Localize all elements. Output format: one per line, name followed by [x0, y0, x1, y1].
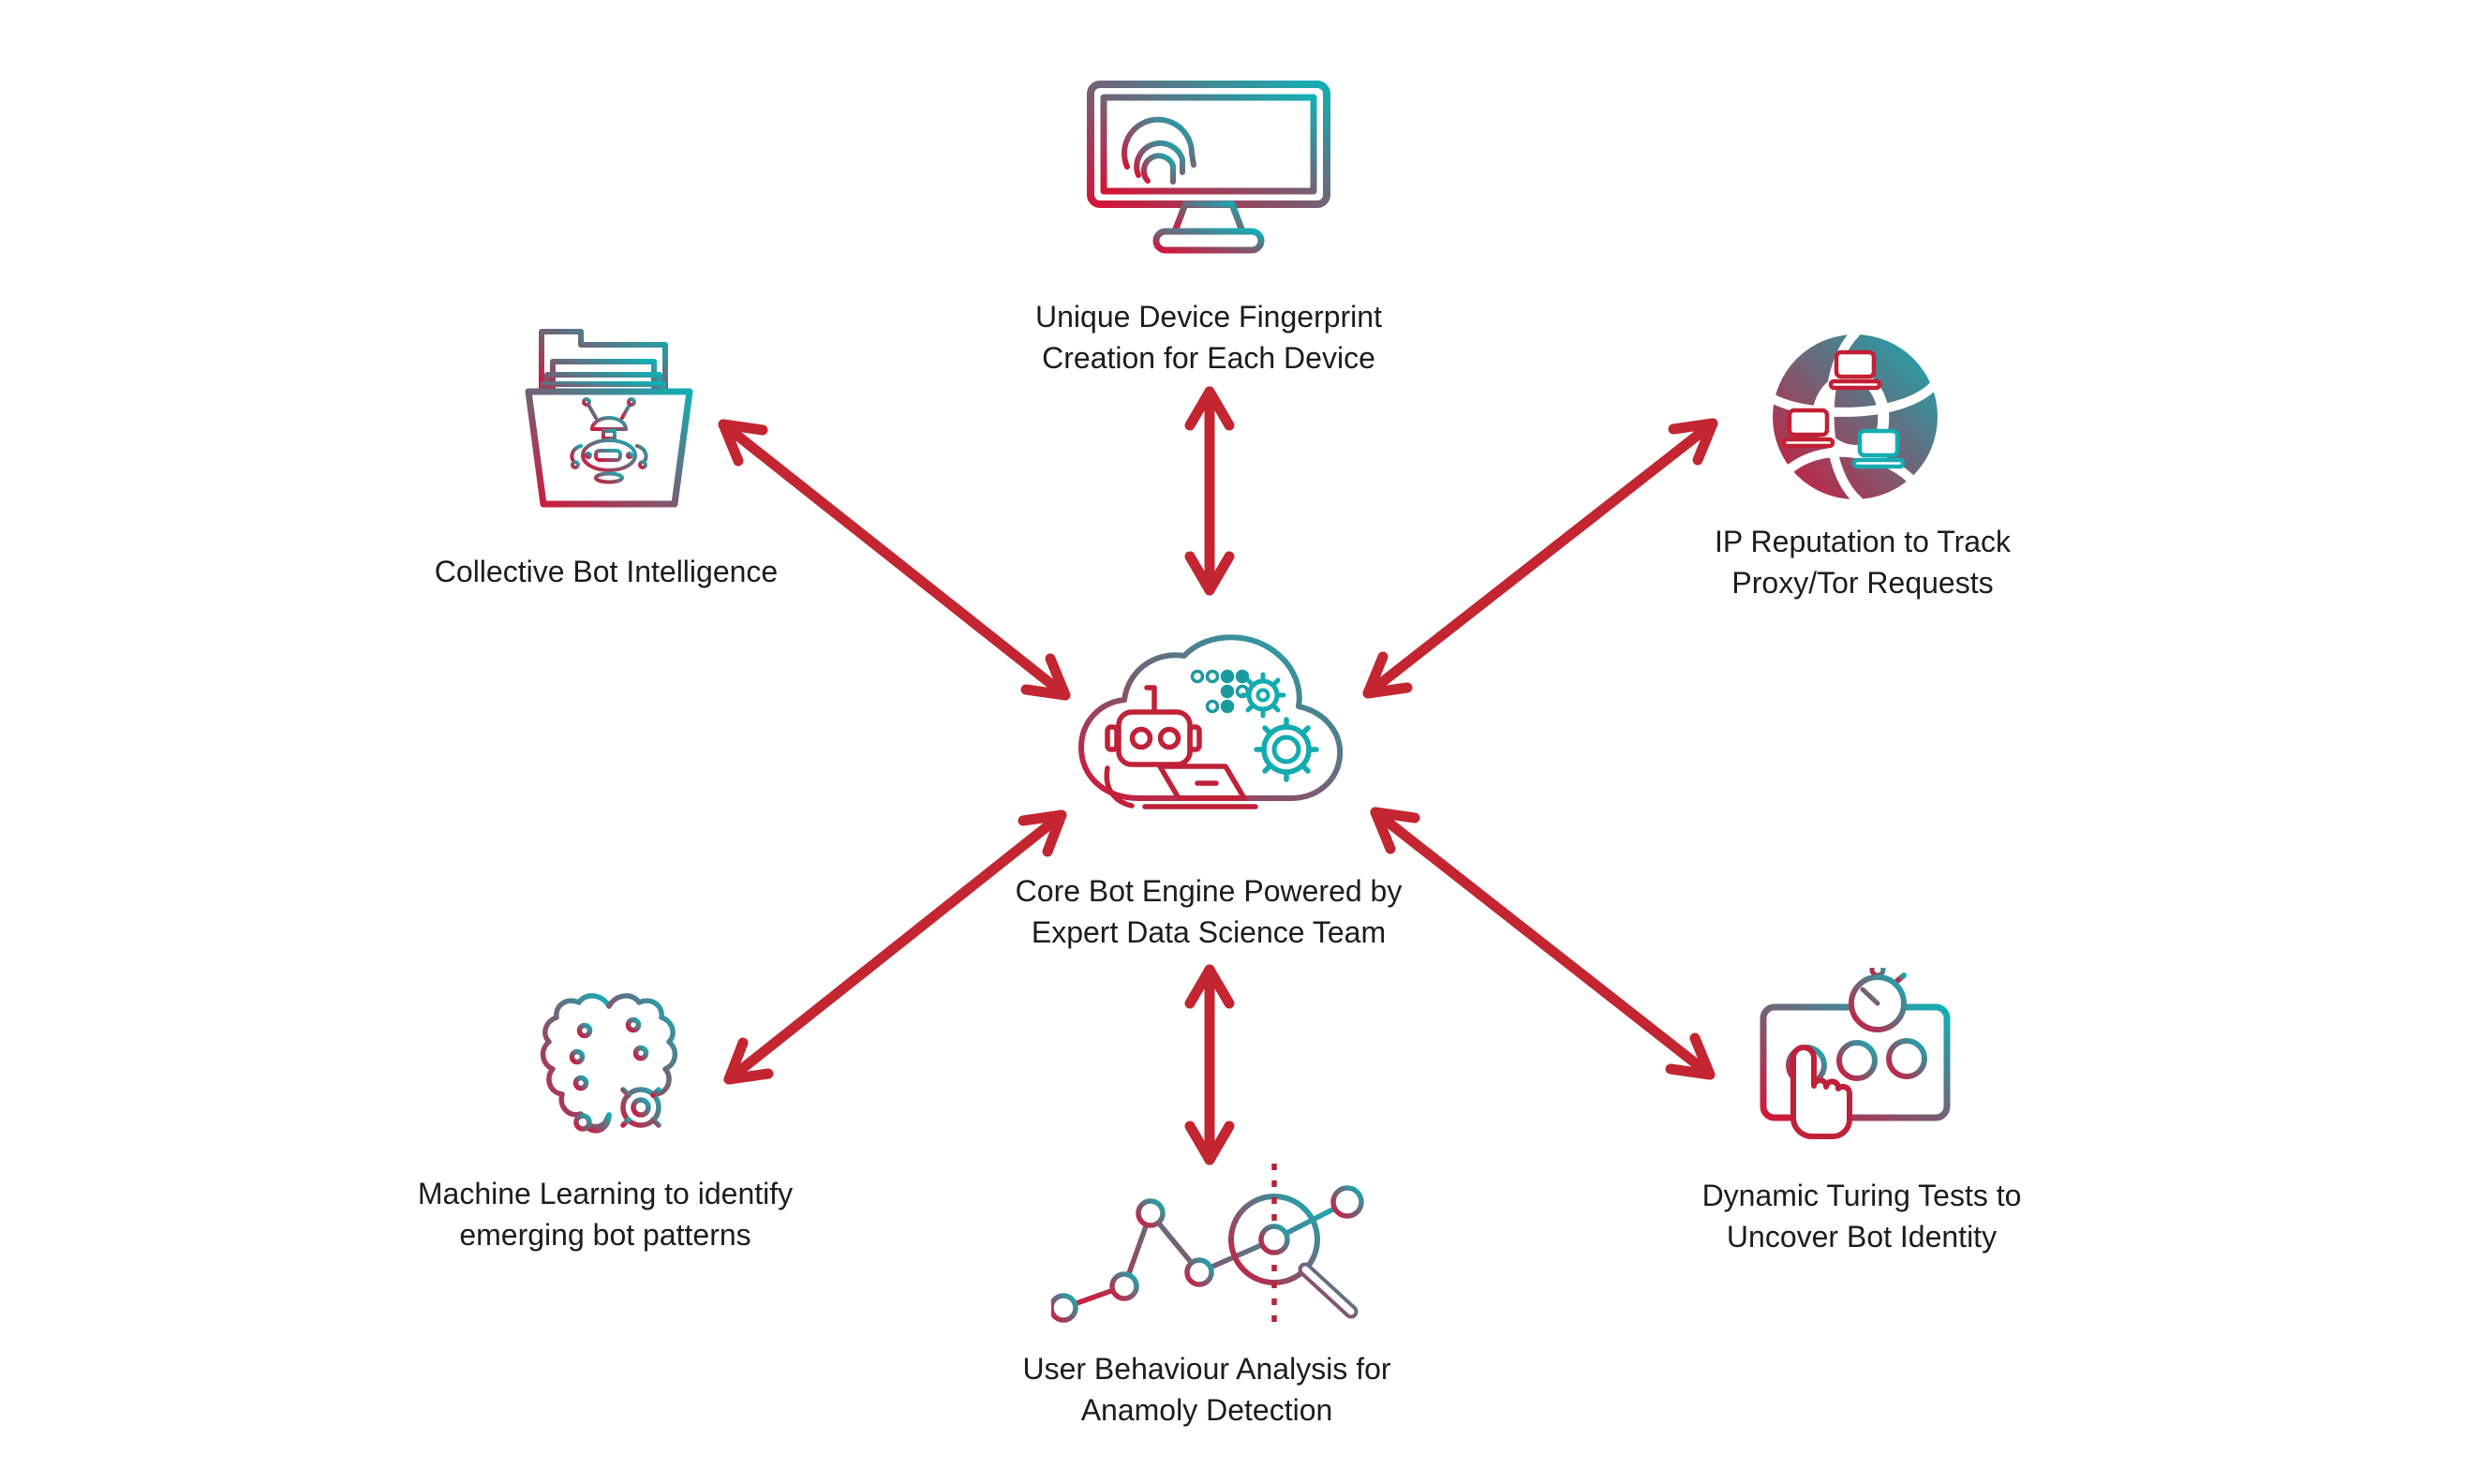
fingerprint-monitor-icon	[1087, 81, 1330, 254]
label-machine-learning: Machine Learning to identify emerging bo…	[417, 1177, 794, 1252]
label-collective-intelligence: Collective Bot Intelligence	[434, 555, 779, 588]
pointer-hand-icon	[1790, 1045, 1852, 1139]
node-collective-intelligence	[515, 319, 703, 515]
label-ip-reputation: IP Reputation to Track Proxy/Tor Request…	[1714, 525, 2012, 600]
arrow-center-bottomleft	[723, 809, 1067, 1085]
label-behaviour-analysis: User Behaviour Analysis for Anamoly Dete…	[1022, 1352, 1391, 1427]
node-device-fingerprint	[1085, 79, 1332, 259]
dot-matrix	[1190, 669, 1250, 714]
node-machine-learning	[530, 974, 690, 1148]
label-turing-tests: Dynamic Turing Tests to Uncover Bot Iden…	[1701, 1179, 2022, 1254]
arrow-center-topleft	[718, 419, 1071, 701]
stopwatch-icon	[1849, 968, 1907, 1032]
arrow-center-bottom	[1184, 964, 1235, 1165]
node-ip-reputation	[1766, 328, 1944, 508]
arrow-center-top	[1184, 386, 1235, 596]
bot-folder-icon	[525, 329, 693, 508]
chart-magnifier-icon	[1051, 1164, 1364, 1323]
node-behaviour-analysis	[1051, 1160, 1365, 1328]
node-turing-tests	[1758, 968, 1954, 1155]
arrow-center-bottomright	[1370, 807, 1716, 1080]
cloud-bot-engine-icon	[1078, 634, 1344, 809]
globe-network-icon	[1769, 329, 1941, 505]
brain-gear-icon	[540, 993, 678, 1135]
turing-test-panel-icon	[1760, 968, 1951, 1139]
node-core-engine	[1066, 628, 1357, 822]
arrow-center-topright	[1362, 418, 1718, 699]
label-core-engine: Core Bot Engine Powered by Expert Data S…	[1015, 874, 1403, 949]
label-device-fingerprint: Unique Device Fingerprint Creation for E…	[1035, 300, 1382, 375]
